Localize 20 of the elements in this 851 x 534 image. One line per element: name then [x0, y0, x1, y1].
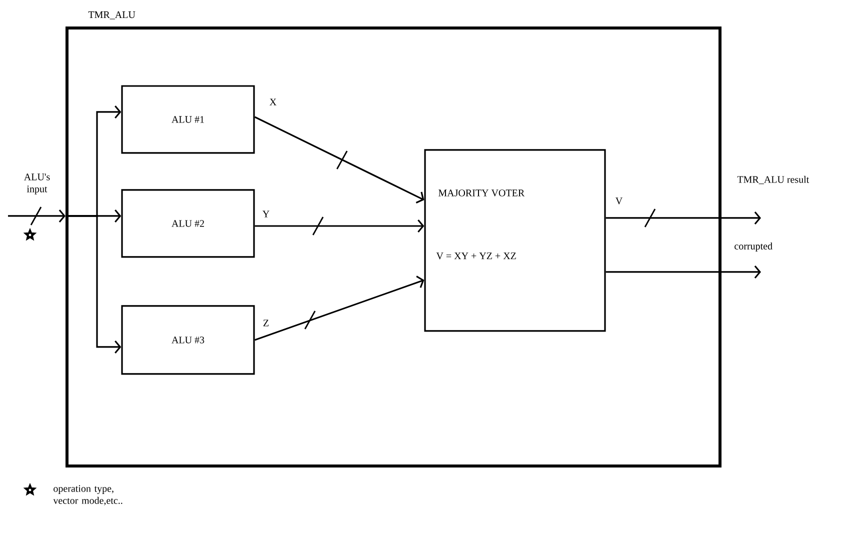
edge-label: Z	[263, 320, 269, 326]
alu-box: ALU #3	[121, 305, 255, 375]
alu-box: ALU #2	[121, 189, 255, 258]
arrow	[66, 215, 122, 354]
voter-box: MAJORITY VOTER V = XY + YZ + XZ	[424, 149, 606, 332]
arrow	[254, 276, 424, 341]
arrow	[8, 209, 66, 222]
legend-text: operation type, vector mode,etc..	[53, 485, 122, 506]
edge-label: Y	[262, 210, 270, 218]
edge-label: ALU's input	[24, 174, 50, 194]
arrow	[254, 219, 424, 232]
edge-label: V	[616, 198, 623, 204]
arrow	[606, 265, 761, 278]
edge-label: X	[270, 98, 276, 106]
signal-label: TMR_ALU result	[737, 176, 810, 184]
node-label: TMR_ALU	[88, 11, 136, 20]
signal-label: corrupted	[734, 242, 772, 252]
arrow	[254, 116, 424, 204]
alu-box: ALU #1	[121, 85, 255, 154]
arrow	[606, 211, 761, 224]
